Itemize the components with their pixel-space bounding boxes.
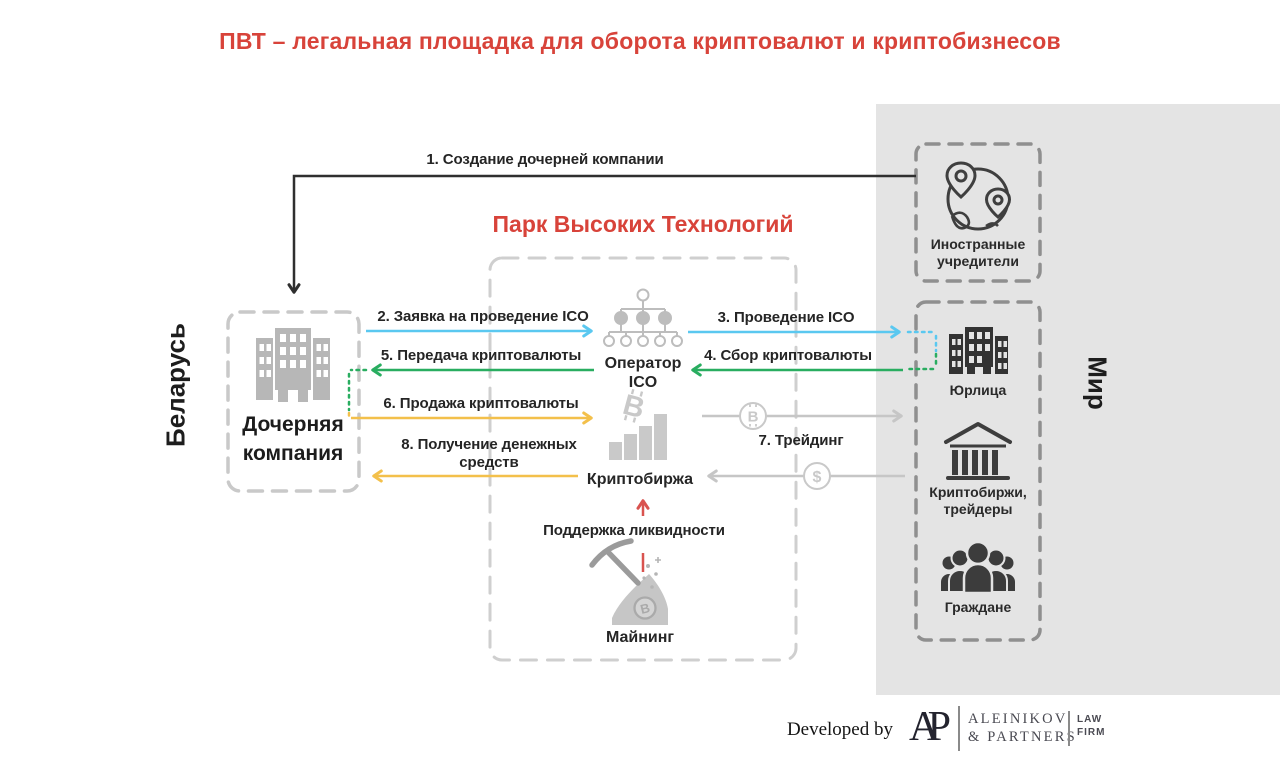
park-title: Парк Высоких Технологий bbox=[492, 211, 794, 237]
park-box bbox=[488, 256, 798, 662]
subsidiary-label: Дочерняя компания bbox=[242, 413, 344, 465]
svg-text:B: B bbox=[639, 600, 652, 617]
law-firm-label: LAW FIRM bbox=[1077, 713, 1105, 739]
world-region-panel bbox=[876, 104, 1280, 695]
region-label-belarus: Беларусь bbox=[160, 323, 191, 447]
flow-2-label: 2. Заявка на проведение ICO bbox=[377, 308, 589, 325]
flow-4-label: 4. Сбор криптовалюты bbox=[704, 347, 872, 364]
flow-6-label: 6. Продажа криптовалюты bbox=[383, 395, 579, 412]
firm-name: ALEINIKOV & PARTNERS bbox=[968, 710, 1077, 746]
svg-text:$: $ bbox=[813, 469, 822, 486]
flow-3-label: 3. Проведение ICO bbox=[717, 309, 855, 326]
subsidiary-box bbox=[226, 310, 361, 493]
mining-icon: B bbox=[589, 538, 668, 625]
flow-8-label: 8. Получение денежных средств bbox=[401, 436, 577, 471]
footer-divider bbox=[958, 706, 960, 751]
globe-pins-icon bbox=[945, 161, 1012, 231]
flow-7-label: 7. Трейдинг bbox=[758, 432, 844, 449]
region-label-world: Мир bbox=[1082, 356, 1113, 410]
world-group-box bbox=[914, 300, 1042, 642]
firm-name-line1: ALEINIKOV bbox=[968, 711, 1068, 727]
crypto-exchange-label: Криптобиржа bbox=[586, 471, 694, 488]
flow-1-label: 1. Создание дочерней компании bbox=[426, 151, 664, 168]
exchanges-traders-label: Криптобиржи, трейдеры bbox=[929, 484, 1027, 517]
flow-1-arrow bbox=[287, 174, 916, 294]
law-firm-line1: LAW bbox=[1077, 714, 1103, 725]
exchange-chart-bitcoin-icon: B bbox=[609, 389, 667, 460]
subsidiary-building-icon bbox=[256, 328, 330, 402]
bank-icon bbox=[944, 422, 1012, 480]
citizens-label: Граждане bbox=[944, 599, 1012, 615]
bitcoin-badge-icon: B bbox=[739, 402, 767, 430]
legal-entities-label: Юрлица bbox=[949, 382, 1007, 398]
flow-5-label: 5. Передача криптовалюты bbox=[380, 347, 582, 364]
ap-monogram-logo: AP bbox=[909, 704, 951, 750]
law-firm-line2: FIRM bbox=[1077, 727, 1106, 738]
firm-name-line2: & PARTNERS bbox=[968, 729, 1077, 745]
page-title: ПВТ – легальная площадка для оборота кри… bbox=[219, 28, 1061, 54]
org-chart-icon bbox=[603, 288, 683, 347]
ico-operator-label: Оператор ICO bbox=[604, 355, 682, 391]
svg-text:B: B bbox=[748, 409, 759, 426]
liquidity-label: Поддержка ликвидности bbox=[543, 522, 725, 539]
mining-label: Майнинг bbox=[605, 629, 675, 646]
legal-entities-building-icon bbox=[949, 327, 1008, 374]
flow-3-arrow bbox=[688, 325, 938, 371]
dollar-badge-icon: $ bbox=[803, 462, 831, 490]
foreign-founders-label: Иностранные учредители bbox=[930, 236, 1026, 269]
foreign-founders-box bbox=[914, 142, 1042, 283]
developed-by-label: Developed by bbox=[786, 719, 893, 740]
footer-divider-2 bbox=[1068, 711, 1070, 746]
flow-5-arrow bbox=[347, 363, 594, 419]
people-group-icon bbox=[941, 540, 1015, 595]
